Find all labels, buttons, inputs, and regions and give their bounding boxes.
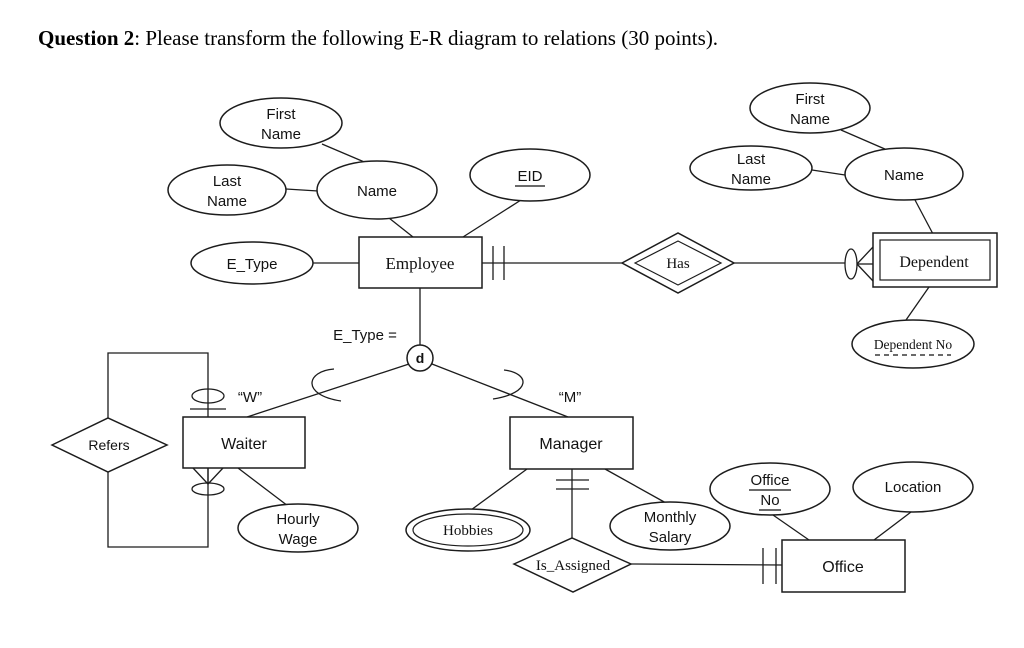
cardinality-marks (190, 246, 874, 584)
attribute-dep-first-name (749, 82, 871, 134)
entity-employee (358, 236, 483, 289)
attribute-hourly-wage-line2: Wage (279, 531, 318, 548)
attribute-hourly-wage (237, 503, 359, 553)
relationship-has (620, 232, 736, 294)
disjoint-circle (406, 344, 434, 372)
attribute-location (852, 461, 974, 513)
attribute-hobbies-inner-border (412, 513, 524, 547)
relationship-has-label: Has (666, 256, 689, 272)
edge-name-dependent (914, 199, 934, 235)
entity-office-label: Office (822, 559, 864, 576)
attribute-hobbies-label: Hobbies (443, 523, 493, 539)
edge-isassigned-office (630, 563, 783, 566)
entity-dependent-label: Dependent (899, 254, 969, 271)
refers-crowfoot-icon (207, 467, 224, 485)
attribute-location-label: Location (885, 479, 942, 496)
entity-manager-label: Manager (539, 436, 603, 453)
edge-officeno-office (772, 514, 810, 541)
attribute-dep-last-name (689, 145, 813, 191)
dependent-crowfoot-icon (856, 263, 874, 282)
attribute-emp-name-label: Name (357, 183, 397, 200)
relationship-is-assigned-label: Is_Assigned (536, 558, 611, 574)
attribute-office-no-line1: Office (751, 472, 790, 489)
specialization: d E_Type = “W” “M” (238, 327, 581, 406)
attributes: First Name Last Name Name EID E_Type Fir… (167, 82, 975, 553)
dependent-zero-circle-icon (844, 248, 858, 280)
entity-manager (509, 416, 634, 470)
entity-employee-label: Employee (386, 254, 455, 273)
edge-lastname-name-left (285, 188, 319, 192)
attribute-hobbies (405, 508, 531, 552)
attribute-dep-last-name-line2: Name (731, 171, 771, 188)
edge-d-manager (431, 363, 569, 418)
attribute-office-no-line2: No (760, 492, 779, 509)
attribute-dep-last-name-line1: Last (737, 151, 766, 168)
edge-firstname-name-left (321, 143, 370, 165)
entity-waiter (182, 416, 306, 469)
edge-refers-waiter-top-loop (107, 352, 209, 418)
edge-lastname-name-right (811, 169, 846, 176)
attribute-emp-first-name (219, 97, 343, 149)
edge-refers-waiter-bottom-loop (107, 468, 209, 548)
edge-waiter-hourlywage (237, 467, 289, 507)
question-title: Question 2: Please transform the followi… (38, 26, 718, 51)
attribute-monthly-salary (609, 501, 731, 551)
edge-dependent-dependentno (905, 286, 930, 321)
question-number: Question 2 (38, 26, 135, 50)
edge-eid-employee (462, 199, 522, 238)
relationship-refers-label: Refers (88, 437, 129, 453)
attribute-office-no (709, 462, 831, 516)
attribute-dependent-no (851, 319, 975, 369)
entity-waiter-label: Waiter (221, 436, 267, 453)
disjoint-label: d (416, 350, 425, 366)
attribute-emp-name (316, 160, 438, 220)
attribute-dep-name (844, 147, 964, 201)
dependent-crowfoot-icon (856, 246, 874, 265)
entity-dependent-inner-border (879, 239, 991, 281)
attribute-dep-first-name-line1: First (795, 91, 825, 108)
subset-arc-manager-icon (492, 369, 524, 400)
attribute-dep-first-name-line2: Name (790, 111, 830, 128)
attribute-dep-name-label: Name (884, 167, 924, 184)
relationship-refers (50, 417, 169, 473)
entity-office (781, 539, 906, 593)
attribute-emp-last-name-line2: Name (207, 193, 247, 210)
attribute-monthly-salary-line1: Monthly (644, 509, 697, 526)
attribute-monthly-salary-line2: Salary (649, 529, 692, 546)
attribute-hourly-wage-line1: Hourly (276, 511, 320, 528)
relationships: Has Refers Is_Assigned (50, 232, 736, 593)
waiter-discriminator-label: “W” (238, 389, 262, 406)
attribute-emp-first-name-line1: First (266, 106, 296, 123)
relationship-is-assigned (512, 537, 633, 593)
refers-crowfoot-icon (192, 467, 209, 485)
edge-manager-hobbies (470, 468, 528, 511)
attribute-dependent-no-label: Dependent No (874, 337, 953, 352)
subset-arc-waiter-icon (311, 368, 342, 402)
entity-dependent (872, 232, 998, 288)
refers-zero-circle-icon (191, 482, 225, 496)
attribute-emp-eid-label: EID (517, 168, 542, 185)
edge-manager-monthlysalary (604, 468, 667, 504)
attribute-emp-e-type (190, 241, 314, 285)
attribute-emp-last-name-line1: Last (213, 173, 242, 190)
edge-location-office (873, 511, 912, 541)
refers-zero-circle-icon (191, 388, 225, 404)
question-text: : Please transform the following E-R dia… (134, 26, 719, 50)
specialization-condition-label: E_Type = (333, 327, 397, 344)
edge-d-waiter (246, 363, 410, 418)
attribute-emp-last-name (167, 164, 287, 216)
attribute-emp-e-type-label: E_Type (227, 256, 278, 273)
manager-discriminator-label: “M” (559, 389, 582, 406)
attribute-emp-eid (469, 148, 591, 202)
entities: Employee Dependent Waiter Manager Office (182, 232, 998, 593)
relationship-has-inner-border (633, 240, 723, 286)
attribute-emp-first-name-line2: Name (261, 126, 301, 143)
edge-name-employee (388, 217, 414, 238)
